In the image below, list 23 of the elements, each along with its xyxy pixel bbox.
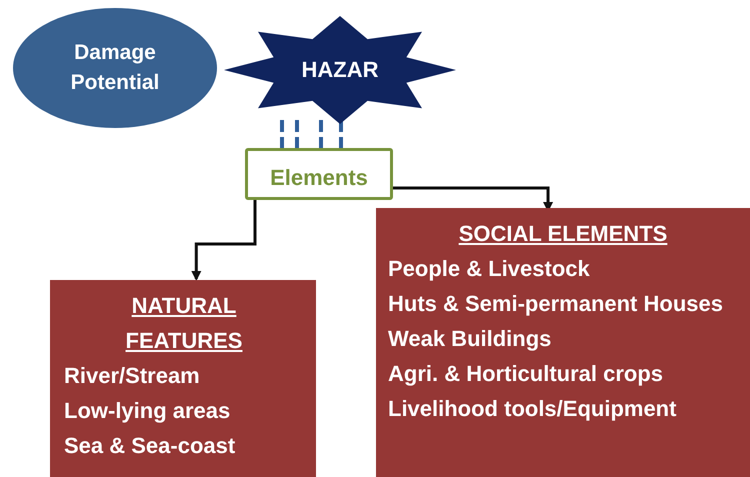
list-item: People & Livestock <box>388 255 591 283</box>
list-item: Low-lying areas <box>64 397 232 425</box>
list-item: Sea & Sea-coast <box>64 432 236 460</box>
list-item: Livelihood tools/Equipment <box>388 395 678 423</box>
content-box <box>50 280 316 477</box>
node-label: HAZAR <box>302 57 378 83</box>
list-item: Weak Buildings <box>388 325 552 353</box>
dashed-connector <box>319 120 323 148</box>
list-item: River/Stream <box>64 362 201 390</box>
star-shape <box>224 16 456 124</box>
box-heading: SOCIAL ELEMENTS <box>458 220 668 248</box>
arrow <box>191 200 256 281</box>
ellipse-shape <box>12 7 218 129</box>
dashed-connector <box>295 120 299 148</box>
node-label: Damage Potential <box>70 40 160 96</box>
list-item: Agri. & Horticultural crops <box>388 360 664 388</box>
dashed-connector <box>339 120 343 148</box>
box-heading: NATURAL FEATURES <box>124 292 244 355</box>
process-box <box>245 148 393 200</box>
node-label: Elements <box>270 165 368 191</box>
list-item: Huts & Semi-permanent Houses <box>388 290 724 318</box>
dashed-connector <box>280 120 284 148</box>
content-box <box>376 208 750 477</box>
